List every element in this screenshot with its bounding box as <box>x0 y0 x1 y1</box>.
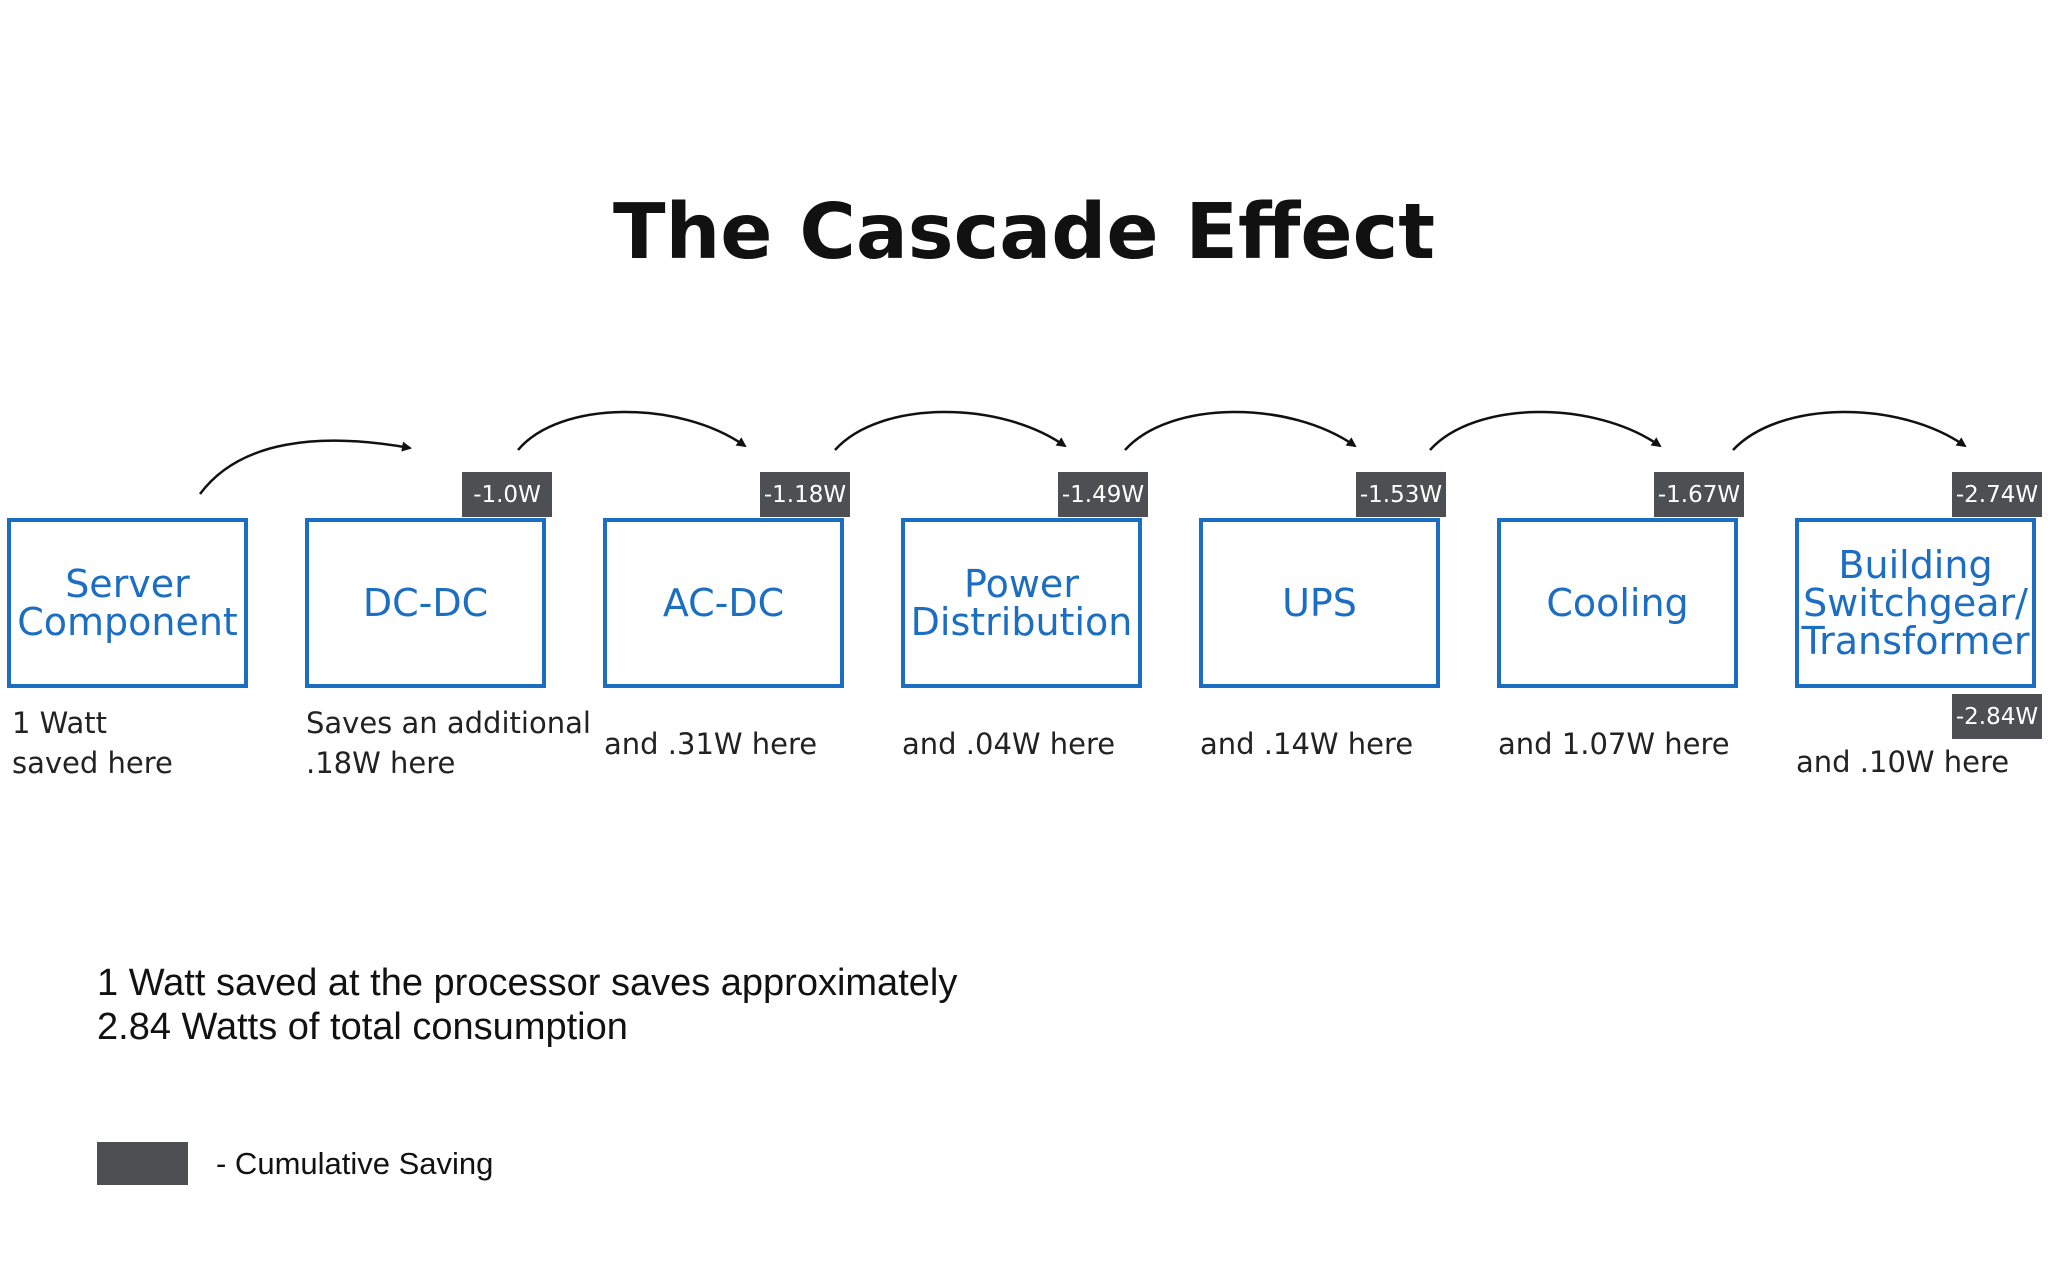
cumulative-badge: -1.18W <box>760 472 850 517</box>
arrow-2 <box>517 410 747 451</box>
diagram-title: The Cascade Effect <box>612 188 1436 277</box>
cumulative-badge: -1.53W <box>1356 472 1446 517</box>
stage-label: Cooling <box>1546 581 1689 625</box>
arrow-4 <box>1124 410 1357 451</box>
stage-description: Saves an additional .18W here <box>306 706 591 780</box>
stage-description: and .14W here <box>1200 727 1414 761</box>
stage-description: 1 Watt saved here <box>12 706 173 780</box>
arrow-6 <box>1732 410 1967 451</box>
stage-label: Power Distribution <box>910 562 1133 644</box>
cumulative-badge: -1.49W <box>1058 472 1148 517</box>
cumulative-badge: -1.0W <box>462 472 552 517</box>
stage-building-switchgear-transformer: Building Switchgear/ Transformer <box>1795 518 2036 688</box>
stage-power-distribution: Power Distribution <box>901 518 1142 688</box>
cumulative-badge: -2.74W <box>1952 472 2042 517</box>
arrow-1 <box>198 439 412 495</box>
arrow-3 <box>834 410 1067 451</box>
stage-server-component: Server Component <box>7 518 248 688</box>
legend-swatch <box>97 1142 188 1185</box>
stage-description: and .04W here <box>902 727 1116 761</box>
stage-label: DC-DC <box>362 581 489 625</box>
cumulative-badge-final: -2.84W <box>1952 694 2042 739</box>
stage-cooling: Cooling <box>1497 518 1738 688</box>
stage-label: Server Component <box>17 562 238 644</box>
stage-ups: UPS <box>1199 518 1440 688</box>
stage-dc-dc: DC-DC <box>305 518 546 688</box>
stage-label: Building Switchgear/ Transformer <box>1801 543 2030 663</box>
stage-label: AC-DC <box>662 581 785 625</box>
stage-description: and .10W here <box>1796 745 2010 779</box>
stage-description: and 1.07W here <box>1498 727 1730 761</box>
cumulative-badge: -1.67W <box>1654 472 1744 517</box>
stage-ac-dc: AC-DC <box>603 518 844 688</box>
arrow-5 <box>1429 410 1662 451</box>
stage-label: UPS <box>1282 581 1357 625</box>
summary-text: 1 Watt saved at the processor saves appr… <box>97 962 958 1048</box>
stage-description: and .31W here <box>604 727 818 761</box>
legend-label: - Cumulative Saving <box>216 1146 494 1181</box>
